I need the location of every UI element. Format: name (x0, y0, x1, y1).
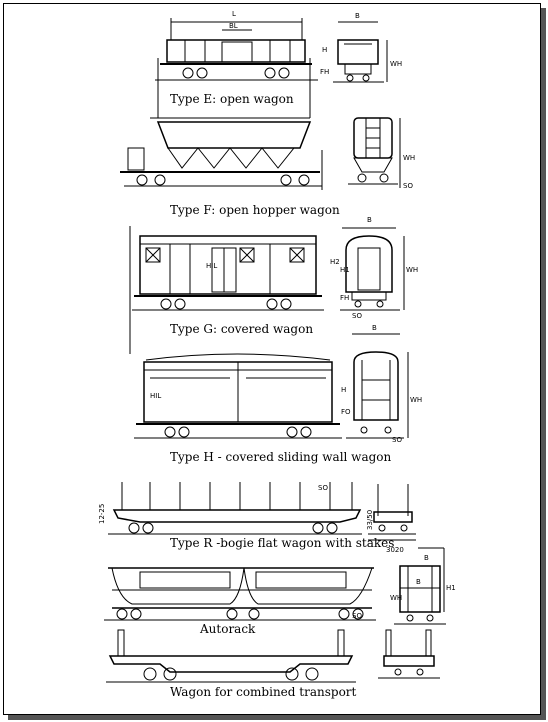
type-g-so-label: SO (352, 312, 362, 320)
combined-side-view (106, 629, 356, 683)
type-r-width-dim: 3020 (386, 546, 404, 554)
type-g-end-view: B H2 H1 FH WH SO HIL (206, 216, 418, 320)
caption-type-g: Type G: covered wagon (170, 322, 314, 336)
type-h-wh-label: WH (410, 396, 422, 404)
type-g-hil-label: HIL (206, 262, 217, 270)
type-g-h2-label: H2 (330, 258, 340, 266)
autorack-so-label: SO (352, 612, 362, 620)
autorack-wh-label: WH (390, 594, 402, 602)
type-h-side-view: HIL (134, 353, 342, 439)
type-g-h1-label: H1 (340, 266, 350, 274)
type-g-side-view (129, 226, 324, 354)
type-f-side-view (120, 117, 323, 190)
type-e-end-view: B WH H FH (320, 12, 402, 83)
dim-b-label: B (355, 12, 360, 20)
type-g-b-label: B (367, 216, 372, 224)
dim-h-label: H (322, 46, 327, 54)
autorack-end-view: B B WH H1 (390, 547, 456, 625)
autorack-b-inner-label: B (416, 578, 421, 586)
type-r-so-label: SO (318, 484, 328, 492)
type-r-height-dim: 33/50 (366, 510, 374, 530)
dim-wh-label: WH (390, 60, 402, 68)
type-r-left-dim: 12-25 (98, 504, 106, 524)
type-f-wh-label: WH (403, 154, 415, 162)
type-h-end-view: B H FO WH SO (341, 324, 422, 444)
autorack-h1-label: H1 (446, 584, 456, 592)
type-g-wh-label: WH (406, 266, 418, 274)
combined-end-view (378, 629, 440, 679)
type-g-fh-label: FH (340, 294, 349, 302)
caption-type-f: Type F: open hopper wagon (170, 203, 340, 217)
type-h-so-label: SO (392, 436, 402, 444)
type-r-end-view: 3020 33/50 (366, 484, 416, 554)
caption-autorack: Autorack (200, 622, 256, 636)
type-h-h-label: H (341, 386, 346, 394)
caption-type-e: Type E: open wagon (170, 92, 294, 106)
caption-type-r: Type R -bogie flat wagon with stakes (170, 536, 395, 550)
dim-fh-label: FH (320, 68, 329, 76)
autorack-b-label: B (424, 554, 429, 562)
type-f-so-label: SO (403, 182, 413, 190)
caption-type-h: Type H - covered sliding wall wagon (170, 450, 392, 464)
dim-l-label: L (232, 10, 236, 18)
type-r-side-view: SO 12-25 (98, 482, 362, 535)
type-f-end-view: WH SO (348, 117, 415, 190)
type-h-b-label: B (372, 324, 377, 332)
dim-bl-label: BL (229, 22, 238, 30)
type-h-fo-label: FO (341, 408, 351, 416)
type-e-side-view: L BL (155, 10, 318, 118)
type-h-hil-label: HIL (150, 392, 161, 400)
autorack-side-view: SO (104, 567, 376, 621)
caption-combined: Wagon for combined transport (170, 685, 357, 699)
